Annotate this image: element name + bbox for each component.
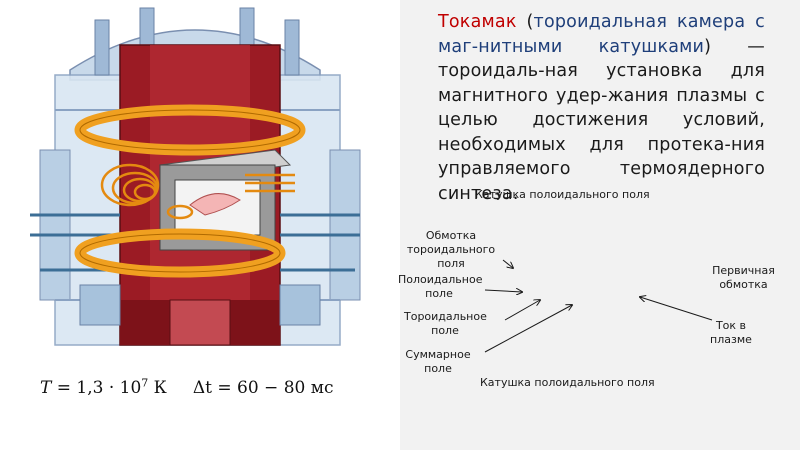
label-poloidal-field: Полоидальное поле: [398, 273, 480, 301]
term-tokamak: Токамак: [438, 12, 517, 32]
paren-open: (: [517, 12, 534, 32]
label-plasma-current: Ток в плазме: [700, 319, 762, 347]
temperature-value: = 1,3 · 10: [51, 378, 141, 398]
tokamak-illustration: [0, 0, 400, 370]
duration-formula: Δt = 60 − 80 мс: [193, 378, 334, 398]
tokamak-definition: Токамак (тороидальная камера с маг-нитны…: [438, 10, 765, 206]
label-toroidal-field: Тороидальное поле: [404, 310, 486, 338]
temperature-unit: К: [148, 378, 167, 398]
definition-rest: ) — тороидаль-ная установка для магнитно…: [438, 37, 765, 204]
label-primary-winding: Первичная обмотка: [706, 264, 781, 292]
label-poloidal-coil-bottom: Катушка полоидального поля: [480, 376, 655, 390]
temperature-symbol: T: [40, 378, 51, 398]
label-poloidal-coil-top: Катушка полоидального поля: [475, 188, 650, 202]
label-total-field: Суммарное поле: [396, 348, 480, 376]
label-toroidal-winding: Обмотка тороидального поля: [402, 229, 500, 271]
